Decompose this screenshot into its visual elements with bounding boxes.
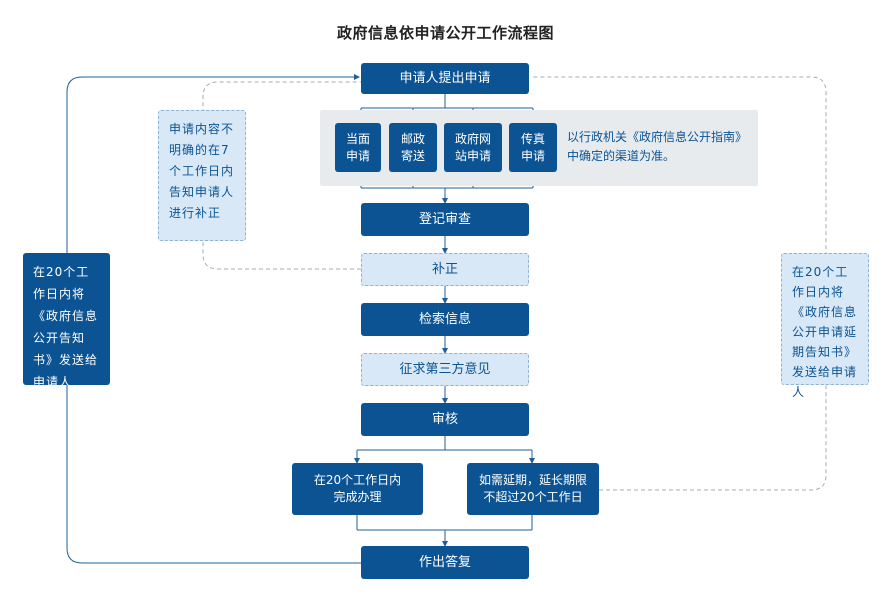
extend-line1: 如需延期，延长期限: [478, 473, 587, 487]
complete-node: 在20个工作日内 完成办理: [292, 463, 423, 515]
channel-fax: 传真 申请: [509, 123, 557, 172]
channel-post: 邮政 寄送: [389, 123, 437, 172]
complete-line2: 完成办理: [333, 490, 382, 504]
extend-line2: 不超过20个工作日: [483, 490, 583, 504]
supplement-node: 补正: [361, 253, 529, 286]
channel-website: 政府网 站申请: [444, 123, 502, 172]
register-node: 登记审查: [361, 203, 529, 236]
channel-note: 以行政机关《政府信息公开指南》中确定的渠道为准。: [567, 130, 748, 163]
review-node: 审核: [361, 403, 529, 436]
channel-label-line2: 申请: [520, 148, 545, 163]
channel-label-line1: 政府网: [454, 131, 491, 146]
apply-node: 申请人提出申请: [361, 63, 529, 94]
channel-label-line1: 传真: [520, 131, 545, 146]
extension-notice-note: 在20个工作日内将《政府信息公开申请延期告知书》发送给申请人: [781, 253, 869, 399]
channel-label-line2: 申请: [345, 148, 370, 163]
search-node: 检索信息: [361, 303, 529, 336]
channel-label-line2: 寄送: [400, 148, 425, 163]
channel-label-line1: 当面: [345, 131, 370, 146]
third-party-node: 征求第三方意见: [361, 353, 529, 386]
reply-node: 作出答复: [361, 546, 529, 579]
channel-label-line2: 站申请: [454, 148, 491, 163]
page-title: 政府信息依申请公开工作流程图: [336, 24, 554, 42]
notify-applicant-note: 在20个工作日内将《政府信息公开告知书》发送给申请人: [23, 253, 110, 389]
channel-label-line1: 邮政: [400, 131, 425, 146]
channel-in-person: 当面 申请: [335, 123, 381, 172]
extend-node: 如需延期，延长期限 不超过20个工作日: [467, 463, 599, 515]
complete-line1: 在20个工作日内: [313, 473, 402, 487]
unclear-request-note: 申请内容不明确的在7个工作日内告知申请人进行补正: [158, 110, 246, 241]
